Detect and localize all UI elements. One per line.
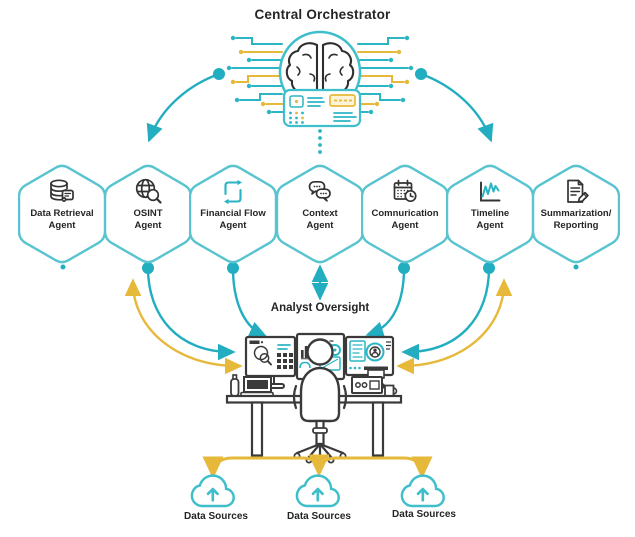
control-panel-icon bbox=[282, 88, 362, 128]
agent-label-line2: Reporting bbox=[553, 220, 599, 231]
agent-label-line1: Data Retrieval bbox=[30, 208, 94, 219]
agent-hexagon-context: Context Agent bbox=[276, 162, 364, 266]
analyst-to-timeline-arrow bbox=[396, 278, 513, 375]
desk-leg-right bbox=[371, 401, 385, 457]
data-sources-label: Data Sources bbox=[287, 511, 351, 522]
agent-label-line1: OSINT bbox=[133, 208, 163, 219]
circuit-traces-right bbox=[355, 35, 414, 115]
database-icon bbox=[50, 179, 74, 202]
chat-bubbles-icon bbox=[308, 180, 331, 202]
agent-label-line2: Agent bbox=[219, 220, 247, 231]
desk-leg-left bbox=[250, 401, 264, 457]
agent-label-line1: Context bbox=[302, 208, 338, 219]
agent-label-line1: Summarization/ bbox=[540, 208, 612, 219]
agent-hexagon-data-retrieval: Data Retrieval Agent bbox=[18, 162, 106, 266]
agent-label-line1: Financial Flow bbox=[200, 208, 266, 219]
document-pencil-icon bbox=[567, 179, 589, 203]
agent-label-line2: Agent bbox=[134, 220, 162, 231]
agent-label-line1: Timeline bbox=[470, 208, 510, 219]
cloud-upload-icons bbox=[190, 474, 445, 508]
agent-hexagon-osint: OSINT Agent bbox=[104, 162, 192, 266]
analyst-workstation-icon bbox=[225, 332, 403, 465]
orchestrator-to-timeline-arrow bbox=[415, 68, 494, 143]
globe-search-icon bbox=[135, 178, 162, 204]
agent-hexagon-summarization: Summarization/ Reporting bbox=[532, 162, 620, 266]
monitor-left-icon bbox=[244, 335, 297, 389]
analyst-oversight-label: Analyst Oversight bbox=[270, 302, 370, 314]
data-retrieval-node-dot bbox=[60, 264, 66, 270]
data-sources-bracket bbox=[202, 454, 433, 479]
agent-label-line1: Comnurication bbox=[371, 208, 439, 219]
communication-to-analyst-arrow bbox=[365, 262, 410, 338]
page-title: Central Orchestrator bbox=[254, 7, 391, 22]
desk-items-icon bbox=[230, 369, 398, 397]
data-sources-label: Data Sources bbox=[184, 511, 248, 522]
summarization-node-dot bbox=[573, 264, 579, 270]
hexagon-shape bbox=[532, 164, 620, 264]
data-sources-label: Data Sources bbox=[392, 509, 456, 520]
agent-label-line2: Agent bbox=[306, 220, 334, 231]
cycle-arrows-icon bbox=[224, 179, 242, 205]
cloud-upload-icon bbox=[295, 474, 340, 508]
agent-label-line2: Agent bbox=[391, 220, 419, 231]
agent-label-line2: Agent bbox=[476, 220, 504, 231]
agent-hexagon-communication: Comnurication Agent bbox=[361, 162, 449, 266]
line-chart-icon bbox=[480, 181, 501, 202]
analyst-to-osint-arrow bbox=[124, 278, 243, 375]
calendar-clock-icon bbox=[393, 179, 417, 203]
agent-hexagon-timeline: Timeline Agent bbox=[446, 162, 534, 266]
orchestrator-to-osint-arrow bbox=[146, 68, 225, 143]
agent-label-line2: Agent bbox=[48, 220, 76, 231]
agent-hexagon-financial-flow: Financial Flow Agent bbox=[189, 162, 277, 266]
circuit-traces-left bbox=[226, 35, 285, 115]
cloud-upload-icon bbox=[190, 474, 235, 508]
cloud-upload-icon bbox=[400, 474, 445, 508]
dotted-connector bbox=[318, 129, 322, 154]
